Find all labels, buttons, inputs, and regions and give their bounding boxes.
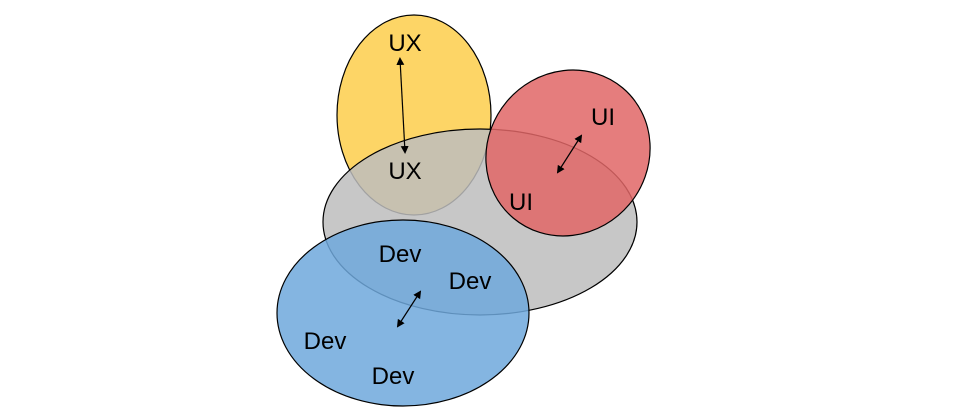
ux-link-arrow [396, 57, 409, 154]
dev-label-4: Dev [372, 363, 415, 390]
dev-link-arrow [396, 290, 422, 328]
dev-label-1: Dev [379, 241, 422, 268]
dev-label-2: Dev [449, 268, 492, 295]
ux-label-overlap: UX [388, 158, 421, 185]
ui-label-top: UI [591, 104, 615, 131]
ux-label-top: UX [388, 30, 421, 57]
dev-label-3: Dev [304, 328, 347, 355]
ui-label-overlap: UI [509, 189, 533, 216]
ui-link-arrow [556, 134, 583, 174]
